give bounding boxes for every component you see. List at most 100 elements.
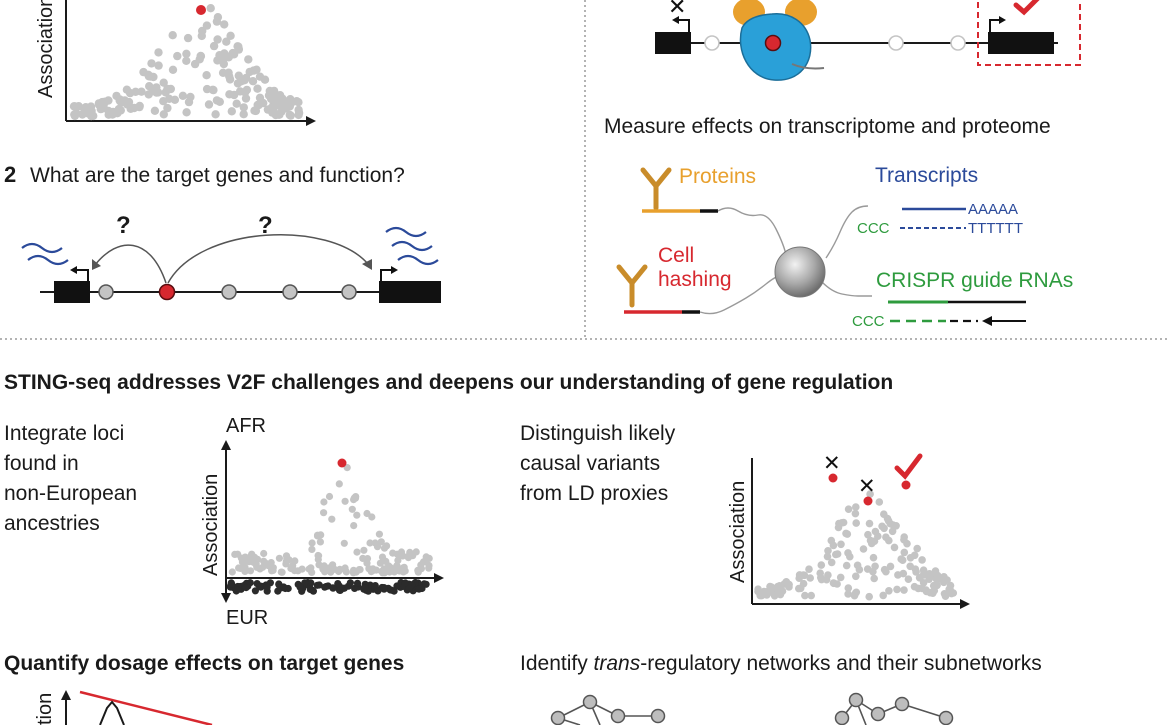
scatter-point	[325, 492, 334, 501]
scatter-point	[405, 584, 413, 592]
scatter-point	[335, 480, 343, 488]
scatter-point	[263, 105, 273, 114]
scatter-point	[234, 42, 243, 51]
scatter-point	[209, 85, 218, 95]
distinguish-axis-label: Association	[727, 481, 749, 583]
afr-lead-variant	[337, 458, 347, 468]
integrate-line-1: Integrate loci	[4, 422, 124, 445]
scatter-point	[376, 559, 384, 567]
scatter-point	[844, 505, 853, 513]
scatter-point	[353, 548, 361, 556]
scatter-point	[393, 562, 401, 570]
scatter-point	[291, 557, 299, 565]
scatter-point	[918, 556, 926, 564]
integrate-panel: Integrate loci found in non-European anc…	[4, 415, 444, 629]
scatter-point	[239, 110, 248, 119]
perturb-gene-left	[655, 32, 691, 54]
scatter-point	[377, 538, 385, 546]
cell-label-line1: Cell	[658, 244, 694, 267]
integrate-y-arrow-down	[221, 593, 231, 603]
scatter-point	[309, 587, 317, 595]
scatter-point	[272, 91, 282, 100]
arc-left-arrowhead	[92, 259, 101, 270]
scatter-point	[390, 587, 398, 595]
top-left-panel: Association 2 What are the target genes …	[4, 0, 441, 303]
scatter-point	[865, 519, 874, 528]
lead-variant	[158, 283, 176, 301]
distinguish-line-2: causal variants	[520, 452, 660, 475]
scatter-point	[852, 588, 861, 597]
scatter-point	[277, 100, 286, 110]
ld-proxy-1	[828, 473, 838, 483]
scatter-point	[154, 48, 163, 57]
scatter-point	[806, 574, 814, 582]
scatter-point	[341, 497, 349, 505]
scatter-point	[900, 586, 908, 594]
scatter-point	[879, 591, 887, 600]
causal-variant	[901, 480, 911, 490]
scatter-point	[927, 588, 935, 597]
scatter-point	[240, 88, 250, 97]
scatter-point	[774, 582, 782, 591]
check-mark-icon	[1013, 0, 1040, 16]
scatter-point	[212, 17, 222, 26]
scatter-point	[855, 565, 864, 574]
scatter-point	[184, 97, 194, 107]
scatter-point	[842, 561, 851, 570]
scatter-point	[226, 31, 235, 40]
scatter-point	[768, 584, 776, 593]
afr-label: AFR	[226, 415, 266, 437]
scatter-point	[874, 532, 882, 540]
crispr-label: CRISPR guide RNAs	[876, 269, 1073, 292]
perturb-tss-right	[989, 19, 1002, 32]
scatter-point	[218, 68, 228, 78]
scatter-point	[244, 55, 253, 64]
scatter-point	[262, 559, 270, 568]
scatter-point	[353, 579, 362, 587]
scatter-point	[346, 579, 354, 587]
scatter-point	[225, 90, 234, 99]
bead-tethers	[699, 205, 872, 315]
scatter-point	[135, 101, 144, 111]
perturb-gene-right	[988, 32, 1054, 54]
scatter-point	[98, 97, 107, 107]
perturb-tss-left	[676, 19, 690, 32]
question-mark-left: ?	[116, 212, 131, 239]
guide-rna-tail	[791, 63, 825, 70]
scatter-point	[308, 539, 316, 547]
arc-to-right-gene	[167, 233, 369, 284]
scatter-point	[386, 568, 394, 576]
scatter-point	[940, 590, 949, 598]
scatter-point	[880, 565, 889, 574]
scatter-point	[875, 498, 884, 506]
tss-arrowhead-left	[70, 266, 77, 274]
candidate-variant-4	[341, 284, 357, 300]
tss-arrow-right	[380, 269, 394, 281]
perturb-x-mark: ✕	[668, 0, 686, 19]
scatter-point	[328, 515, 336, 523]
scatter-point	[275, 554, 283, 562]
scatter-point	[228, 568, 236, 576]
barcoded-bead	[774, 246, 826, 298]
question2-number: 2	[4, 162, 16, 187]
candidate-variant-1	[98, 284, 114, 300]
scatter-point	[316, 538, 324, 546]
arc-to-left-gene	[94, 244, 167, 284]
scatter-point	[265, 86, 274, 96]
scatter-point	[833, 550, 842, 558]
identify-panel: Identify trans-regulatory networks and t…	[520, 652, 1042, 725]
integrate-y-arrow-up	[221, 440, 231, 450]
causal-check-mark-icon	[894, 453, 923, 480]
scatter-point	[227, 107, 236, 116]
scatter-point	[209, 41, 219, 51]
scatter-point	[827, 558, 836, 567]
scatter-point	[242, 584, 250, 592]
question-mark-right: ?	[258, 212, 273, 239]
scatter-point	[182, 108, 191, 117]
scatter-point	[109, 109, 118, 119]
scatter-point	[903, 539, 911, 548]
scatter-point	[925, 575, 933, 583]
scatter-point	[900, 533, 908, 541]
perturb-variant-2	[888, 35, 904, 51]
scatter-point	[307, 564, 315, 572]
